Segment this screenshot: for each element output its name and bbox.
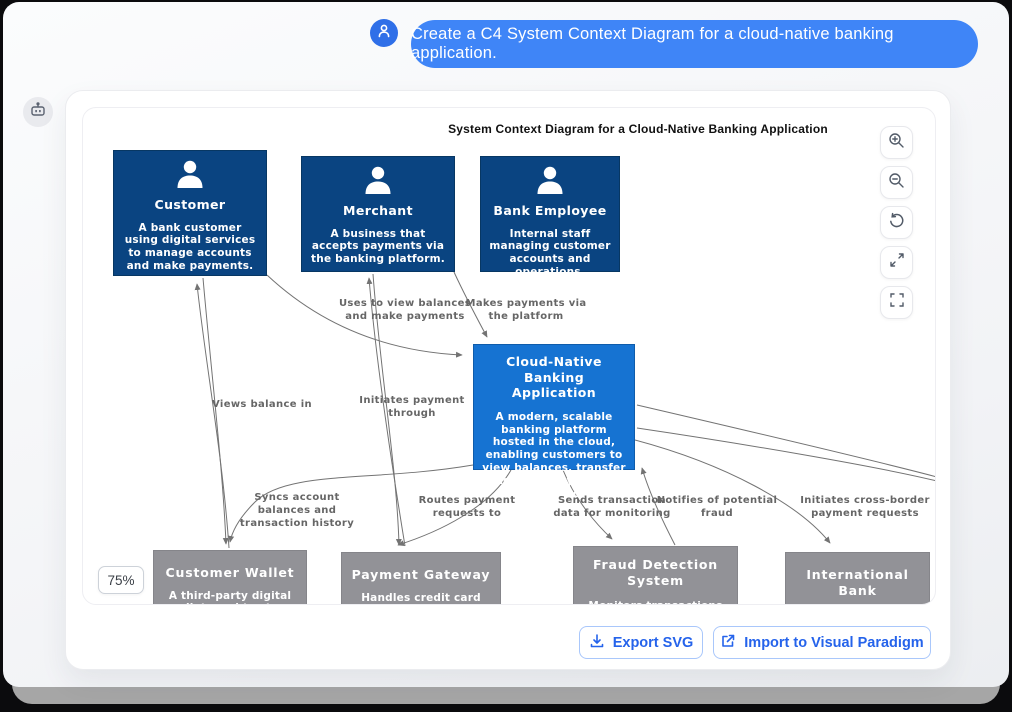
node-fraud-detection: Fraud Detection System Monitors transact… [573, 546, 738, 604]
canvas-controls [880, 126, 913, 319]
robot-icon [29, 101, 47, 124]
export-svg-label: Export SVG [612, 634, 694, 651]
node-bank-employee: Bank Employee Internal staff managing cu… [480, 156, 620, 278]
edge-label-syncs: Syncs account balances and transaction h… [239, 492, 355, 529]
reset-view-button[interactable] [880, 206, 913, 239]
node-customer-wallet: Customer Wallet A third-party digital wa… [153, 550, 307, 604]
node-customer: Customer A bank customer using digital s… [113, 150, 267, 276]
node-description: A bank customer using digital services t… [124, 221, 256, 273]
zoom-in-icon [888, 132, 905, 154]
node-label: Cloud-Native Banking Application [506, 354, 602, 401]
import-visual-paradigm-button[interactable]: Import to Visual Paradigm [713, 626, 931, 659]
node-description: Handles credit card and digital payment … [361, 591, 481, 604]
node-label: Bank Employee [493, 203, 607, 218]
app-window: Create a C4 System Context Diagram for a… [3, 2, 1009, 687]
node-label: Payment Gateway [351, 567, 491, 582]
fit-to-screen-button[interactable] [880, 246, 913, 279]
node-label: Merchant [343, 203, 413, 218]
person-icon [122, 159, 258, 193]
fullscreen-button[interactable] [880, 286, 913, 319]
node-description: A modern, scalable banking platform host… [482, 410, 626, 513]
user-message-bubble: Create a C4 System Context Diagram for a… [411, 20, 978, 68]
person-icon [489, 165, 611, 199]
node-payment-gateway: Payment Gateway Handles credit card and … [341, 552, 501, 604]
zoom-level-badge: 75% [98, 566, 144, 594]
node-description: A third-party digital wallet used to sto… [168, 589, 292, 604]
bot-avatar [23, 97, 53, 127]
edge-label-makes-payments: Makes payments via the platform [465, 298, 587, 322]
node-description: A business that accepts payments via the… [311, 227, 445, 266]
node-label: International Bank [806, 567, 909, 598]
external-link-icon [720, 633, 736, 653]
zoom-in-button[interactable] [880, 126, 913, 159]
diagram-title: System Context Diagram for a Cloud-Nativ… [448, 122, 828, 136]
node-label: Fraud Detection System [592, 557, 718, 588]
edge-label-notifies: Notifies of potential fraud [656, 495, 778, 519]
download-icon [589, 633, 605, 653]
node-banking-application: Cloud-Native Banking Application A moder… [473, 344, 635, 512]
diagram-edges [194, 271, 935, 549]
diagram-card: System Context Diagram for a Cloud-Nativ… [65, 90, 951, 670]
user-avatar [370, 19, 398, 47]
edge-label-uses: Uses to view balances and make payments [338, 298, 472, 322]
node-international-bank: International Bank Serves as a fiat curr… [785, 552, 930, 604]
edge-label-views-balance: Views balance in [212, 399, 312, 410]
zoom-out-button[interactable] [880, 166, 913, 199]
edge-label-sends: Sends transaction data for monitoring [553, 495, 671, 519]
reset-icon [888, 212, 905, 234]
node-label: Customer [154, 197, 226, 212]
node-description: Monitors transactions for [582, 600, 729, 604]
expand-arrows-icon [889, 252, 905, 273]
person-icon [376, 23, 392, 44]
import-visual-paradigm-label: Import to Visual Paradigm [744, 634, 924, 651]
edge-label-routes: Routes payment requests to [418, 495, 516, 519]
edge-label-cross-border: Initiates cross-border payment requests [800, 495, 930, 519]
person-icon [310, 165, 446, 199]
node-merchant: Merchant A business that accepts payment… [301, 156, 455, 272]
zoom-out-icon [888, 172, 905, 194]
edge-label-initiates-payment: Initiates payment through [359, 395, 465, 419]
node-label: Customer Wallet [165, 565, 295, 580]
diagram-canvas[interactable]: System Context Diagram for a Cloud-Nativ… [83, 108, 935, 604]
fullscreen-icon [889, 292, 905, 313]
export-svg-button[interactable]: Export SVG [579, 626, 703, 659]
diagram-viewport[interactable]: System Context Diagram for a Cloud-Nativ… [82, 107, 936, 605]
node-description: Internal staff managing customer account… [489, 227, 611, 279]
